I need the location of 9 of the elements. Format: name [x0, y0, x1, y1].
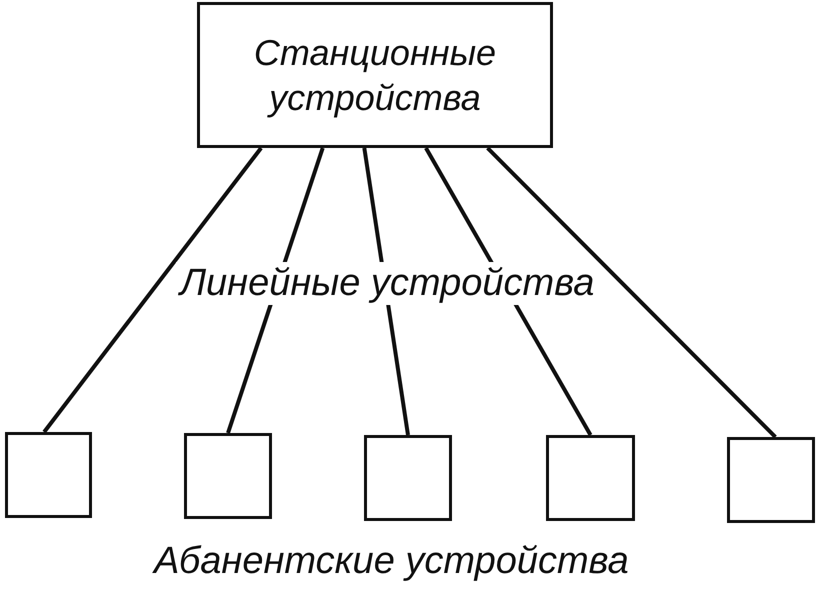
subscriber-box [546, 435, 635, 521]
node-label: Станционные устройства [252, 31, 498, 120]
connector-line [42, 146, 263, 434]
connector-line [486, 146, 777, 438]
subscriber-box [364, 435, 452, 521]
station-box [197, 2, 553, 148]
subscriber-box [727, 437, 815, 523]
subscriber-box [184, 433, 272, 519]
subscriber-box [5, 432, 92, 518]
